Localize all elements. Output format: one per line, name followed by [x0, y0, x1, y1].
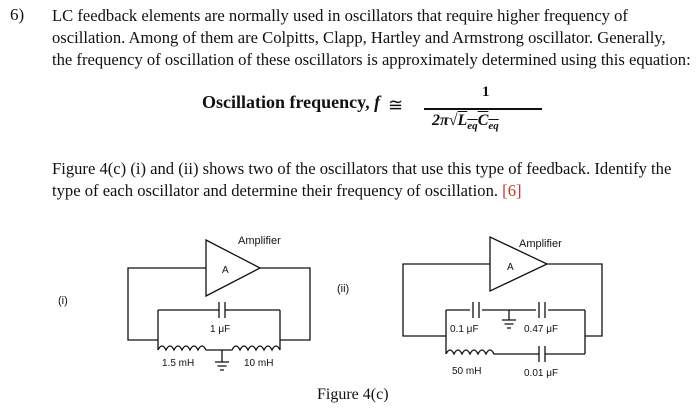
marks-badge: [6] [502, 181, 522, 200]
wire [445, 310, 586, 354]
capacitor-right-label: 0.47 μF [524, 324, 558, 335]
circuit-i: (i) Amplifier A 1 μF 1.5 mH 10 mH [58, 235, 311, 371]
inductor-label: 50 mH [452, 366, 481, 377]
capacitor-left-label: 0.1 μF [450, 324, 479, 335]
equation-denominator: 2π√LeqCeq [432, 112, 499, 133]
capacitor-symbol [536, 346, 585, 362]
amp-symbol: A [222, 265, 229, 276]
fraction-bar [424, 108, 542, 110]
capacitor-series-label: 0.01 μF [524, 368, 558, 379]
wire [127, 267, 311, 341]
inductor-coil [445, 349, 536, 356]
ground-symbol [502, 310, 516, 329]
capacitor-symbol [472, 302, 480, 318]
capacitor-label: 1 μF [210, 324, 230, 335]
inductor-coil [157, 345, 222, 352]
intro-line: oscillation. Among of them are Colpitts,… [52, 28, 666, 47]
task-line: Figure 4(c) (i) and (ii) shows two of th… [52, 159, 672, 178]
circuit-ii-tag: (ii) [337, 283, 349, 295]
ground-symbol [215, 350, 229, 371]
amplifier-label: Amplifier [238, 235, 281, 247]
equation-numerator: 1 [482, 84, 490, 100]
question-number: 6) [10, 5, 25, 24]
inductor-left-label: 1.5 mH [162, 358, 194, 369]
approx-symbol: ≅ [388, 95, 404, 115]
capacitor-symbol [538, 302, 546, 318]
equation-label: Oscillation frequency, f [202, 92, 381, 112]
wire [157, 310, 281, 350]
wire [402, 263, 603, 337]
question-task: Figure 4(c) (i) and (ii) shows two of th… [52, 158, 671, 202]
inductor-coil [222, 345, 281, 352]
frequency-symbol: f [374, 92, 381, 112]
circuit-ii: (ii) Amplifier A 0.1 μF 0.47 μF 50 mH 0.… [337, 235, 603, 379]
amplifier-triangle [205, 238, 262, 298]
inductor-right-label: 10 mH [244, 358, 273, 369]
amplifier-label: Amplifier [519, 238, 562, 250]
figure-caption: Figure 4(c) [317, 386, 389, 403]
intro-line: the frequency of oscillation of these os… [52, 50, 691, 69]
task-line: type of each oscillator and determine th… [52, 181, 522, 200]
circuit-i-tag: (i) [58, 295, 68, 307]
intro-line: LC feedback elements are normally used i… [52, 6, 628, 25]
amp-symbol: A [507, 262, 514, 273]
question-intro: LC feedback elements are normally used i… [52, 5, 691, 71]
capacitor-symbol [214, 302, 230, 318]
